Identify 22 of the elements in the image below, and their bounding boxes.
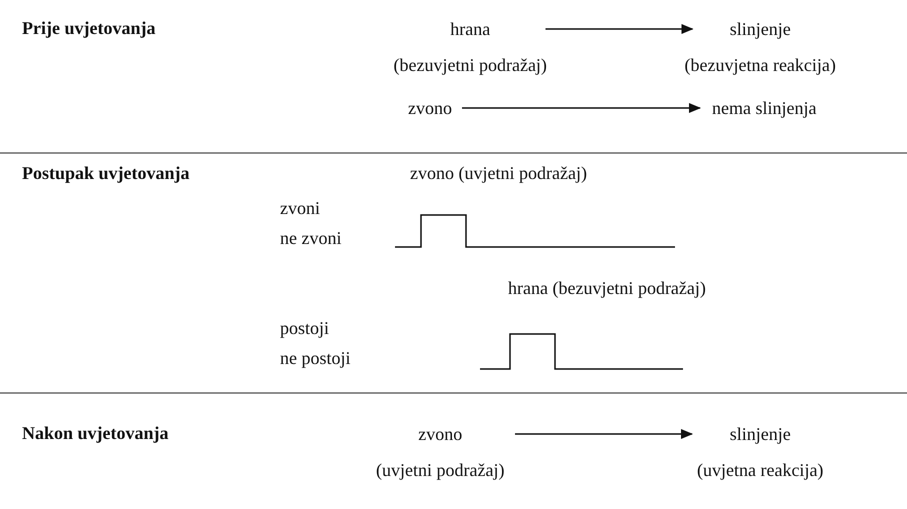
stimulus-label: zvono <box>408 97 452 119</box>
section-heading: Postupak uvjetovanja <box>22 163 190 184</box>
state-label: ne postoji <box>280 348 350 369</box>
signal-title: hrana (bezuvjetni podražaj) <box>508 278 706 299</box>
arrow <box>546 24 694 34</box>
state-label: zvoni <box>280 198 320 219</box>
stimulus-label: hrana <box>450 18 490 40</box>
stimulus-caption: (uvjetni podražaj) <box>376 459 504 481</box>
stimulus-caption: (bezuvjetna reakcija) <box>684 54 836 76</box>
stimulus-label: slinjenje <box>730 18 791 40</box>
state-label: ne zvoni <box>280 228 342 249</box>
stimulus-caption: (uvjetna reakcija) <box>697 459 824 481</box>
stimulus-label: nema slinjenja <box>712 97 816 119</box>
state-label: postoji <box>280 318 330 339</box>
section-heading: Nakon uvjetovanja <box>22 423 169 444</box>
signal-title: zvono (uvjetni podražaj) <box>410 163 587 184</box>
arrow <box>515 429 693 439</box>
stimulus-label: slinjenje <box>730 423 791 445</box>
stimulus-caption: (bezuvjetni podražaj) <box>394 54 547 76</box>
arrow <box>462 103 701 113</box>
section-heading: Prije uvjetovanja <box>22 18 156 39</box>
stimulus-label: zvono <box>418 423 462 445</box>
